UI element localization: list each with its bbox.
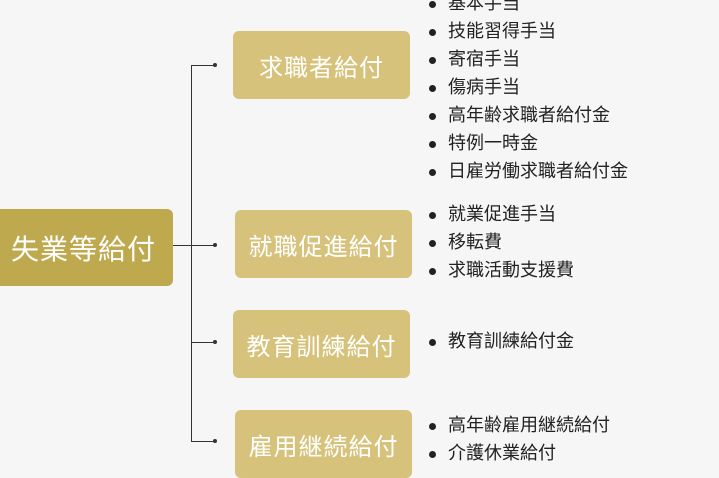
root-connector	[173, 245, 192, 246]
list-item: 教育訓練給付金	[428, 328, 574, 356]
category-label-1: 求職者給付	[259, 53, 384, 82]
vertical-trunk	[191, 65, 192, 442]
category-items-4: 高年齢雇用継続給付 介護休業給付	[428, 412, 610, 468]
category-node-3: 教育訓練給付	[233, 310, 410, 378]
category-label-4: 雇用継続給付	[248, 432, 399, 461]
list-item: 高年齢求職者給付金	[428, 102, 628, 130]
list-item: 基本手当	[428, 0, 628, 18]
list-item: 高年齢雇用継続給付	[428, 412, 610, 440]
root-node-benefits: 失業等給付	[0, 209, 173, 286]
list-item: 寄宿手当	[428, 46, 628, 74]
category-items-2: 就業促進手当 移転費 求職活動支援費	[428, 201, 574, 285]
category-items-3: 教育訓練給付金	[428, 328, 574, 356]
list-item: 求職活動支援費	[428, 257, 574, 285]
list-item: 日雇労働求職者給付金	[428, 158, 628, 186]
list-item: 就業促進手当	[428, 201, 574, 229]
category-node-1: 求職者給付	[233, 31, 410, 99]
list-item: 介護休業給付	[428, 440, 610, 468]
category-label-2: 就職促進給付	[248, 232, 399, 261]
branch-dot-4	[213, 439, 217, 443]
category-node-4: 雇用継続給付	[235, 410, 412, 478]
branch-connector-2	[191, 245, 214, 246]
branch-dot-3	[213, 340, 217, 344]
list-item: 移転費	[428, 229, 574, 257]
branch-connector-4	[191, 441, 214, 442]
branch-dot-1	[213, 63, 217, 67]
branch-dot-2	[213, 243, 217, 247]
category-node-2: 就職促進給付	[235, 210, 412, 278]
root-node-label: 失業等給付	[10, 232, 156, 266]
list-item: 特例一時金	[428, 130, 628, 158]
category-items-1: 基本手当 技能習得手当 寄宿手当 傷病手当 高年齢求職者給付金 特例一時金 日雇…	[428, 0, 628, 186]
list-item: 傷病手当	[428, 74, 628, 102]
branch-connector-3	[191, 342, 214, 343]
branch-connector-1	[191, 65, 214, 66]
category-label-3: 教育訓練給付	[246, 332, 397, 361]
list-item: 技能習得手当	[428, 18, 628, 46]
